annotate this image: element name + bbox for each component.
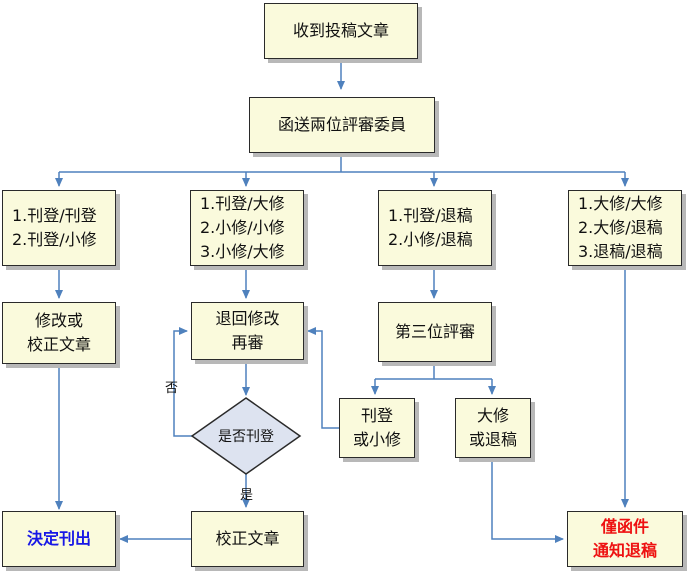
node-line: 2.大修/退稿 [578, 218, 663, 237]
node-line: 1.大修/大修 [578, 194, 663, 213]
node-line: 退回修改 [215, 309, 280, 328]
node-publish-or-minor: 刊登或小修 [339, 398, 415, 458]
node-return-for-revision: 退回修改再審 [191, 302, 304, 360]
node-receive-manuscript: 收到投稿文章 [264, 3, 418, 59]
node-line: 或退稿 [468, 430, 517, 449]
node-line: 校正文章 [26, 335, 91, 354]
arrow-decision-no [173, 327, 192, 437]
node-line: 函送兩位評審委員 [277, 115, 406, 134]
node-line: 第三位評審 [394, 322, 475, 341]
node-line: 大修 [476, 406, 509, 425]
node-major-or-reject: 大修或退稿 [455, 398, 531, 458]
node-case-4: 1.大修/大修 2.大修/退稿 3.退稿/退稿 [568, 190, 682, 266]
node-line: 決定刊出 [26, 529, 91, 548]
node-line: 2.小修/退稿 [388, 230, 473, 249]
node-third-reviewer: 第三位評審 [378, 302, 492, 362]
node-decide-publish: 決定刊出 [2, 511, 116, 567]
node-line: 3.退稿/退稿 [578, 242, 663, 261]
node-line: 僅函件 [600, 517, 649, 536]
node-line: 或小修 [352, 430, 401, 449]
node-notify-rejection: 僅函件通知退稿 [567, 511, 683, 567]
node-send-to-reviewers: 函送兩位評審委員 [249, 97, 435, 153]
node-case-3: 1.刊登/退稿 2.小修/退稿 [378, 190, 492, 266]
arrow-pubminor-to-resubmit [307, 327, 339, 429]
label-no: 否 [165, 381, 179, 396]
label-yes: 是 [240, 488, 254, 503]
node-case-2: 1.刊登/大修 2.小修/小修 3.小修/大修 [190, 190, 304, 266]
node-line: 3.小修/大修 [200, 242, 285, 261]
node-line: 1.刊登/刊登 [12, 206, 97, 225]
node-line: 再審 [231, 333, 264, 352]
node-proofread-article: 校正文章 [191, 511, 304, 567]
node-line: 2.小修/小修 [200, 218, 285, 237]
node-line: 1.刊登/大修 [200, 194, 285, 213]
node-line: 1.刊登/退稿 [388, 206, 473, 225]
node-line: 校正文章 [215, 529, 280, 548]
decision-label: 是否刊登 [218, 429, 274, 445]
node-line: 刊登 [360, 406, 393, 425]
node-line: 收到投稿文章 [292, 21, 389, 40]
node-line: 通知退稿 [592, 541, 657, 560]
decision-diamond [190, 397, 302, 475]
node-line: 修改或 [34, 311, 83, 330]
node-case-1: 1.刊登/刊登 2.刊登/小修 [2, 190, 116, 266]
arrow-majorrej-to-notify [491, 458, 564, 543]
node-edit-or-proofread: 修改或校正文章 [2, 302, 116, 364]
node-line: 2.刊登/小修 [12, 230, 97, 249]
